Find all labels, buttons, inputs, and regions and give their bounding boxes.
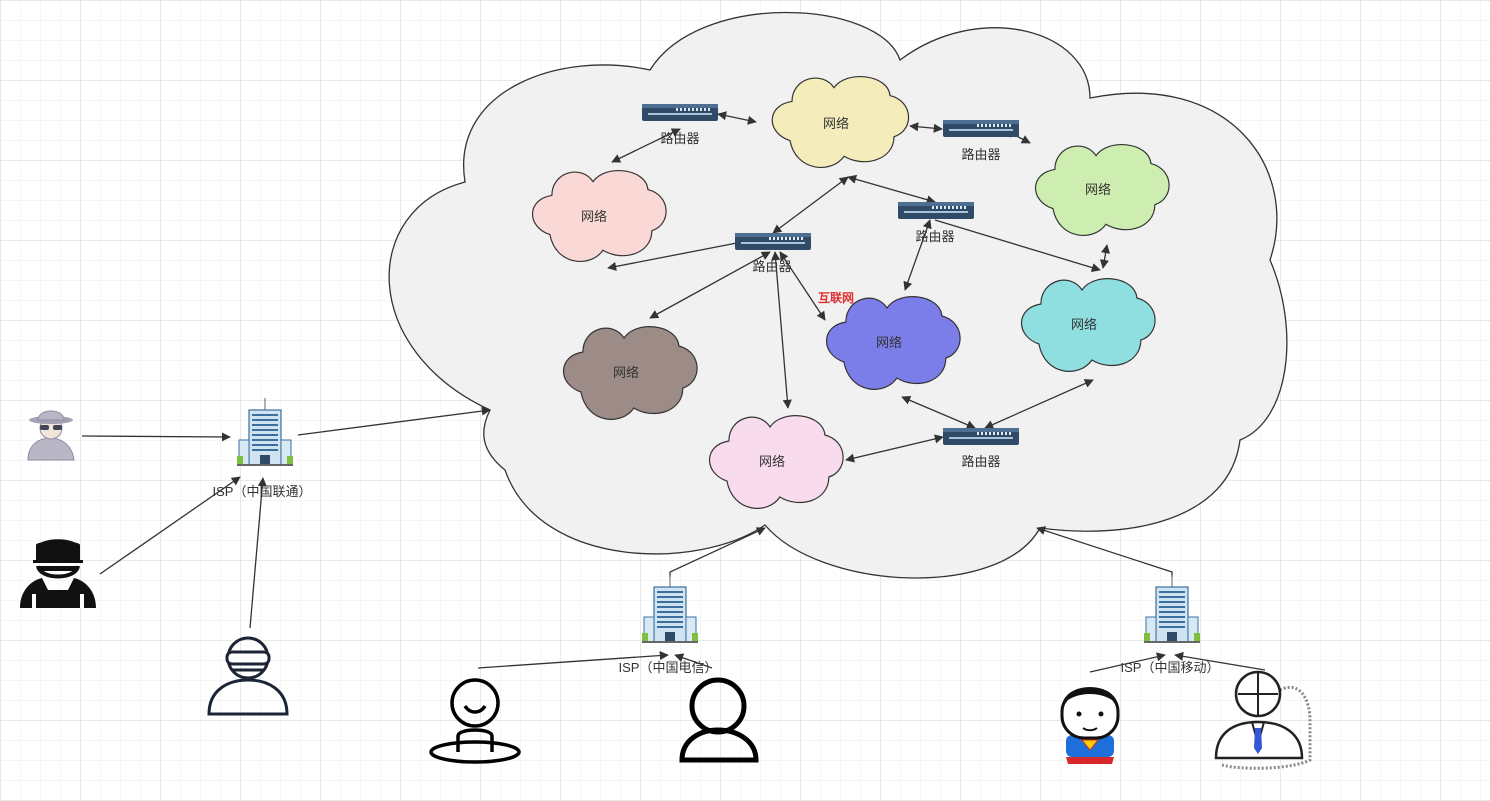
- link-plain-isp-telecom: [674, 653, 713, 669]
- link-r5-net-cyan: [984, 379, 1094, 429]
- isp-unicom-label: ISP（中国联通）: [213, 484, 312, 499]
- router-label-5: 路由器: [961, 454, 1000, 469]
- isp-unicom-building-icon: [236, 397, 294, 467]
- link-spy-isp-unicom: [81, 432, 231, 442]
- router-icon-5: [943, 428, 1019, 445]
- network-label-pink: 网络: [759, 454, 785, 469]
- router-icon-4: [898, 202, 974, 219]
- isp-mobile-building-icon: [1143, 574, 1201, 644]
- network-label-blue: 网络: [876, 335, 902, 350]
- router-label-2: 路由器: [961, 147, 1000, 162]
- network-label-top: 网络: [823, 116, 849, 131]
- link-r5-net-pink: [845, 434, 944, 463]
- link-isp-unicom-internet: [297, 406, 491, 436]
- isp-mobile-label: ISP（中国移动）: [1121, 660, 1220, 675]
- link-r3-net-pink: [771, 251, 792, 409]
- isp-telecom-building-icon: [641, 574, 699, 644]
- router-label-3: 路由器: [752, 259, 791, 274]
- router-icon-1: [642, 104, 718, 121]
- link-net-top-r4: [847, 174, 936, 205]
- link-smiling-isp-telecom: [477, 651, 669, 669]
- network-links: [607, 111, 1111, 463]
- worker-user-icon: [20, 539, 96, 608]
- link-net-blue-r5: [901, 396, 976, 429]
- link-net-green-net-cyan: [1099, 244, 1111, 269]
- link-net-top-r3: [772, 176, 849, 234]
- plain-user-icon: [679, 677, 759, 763]
- smiling-user-icon: [429, 678, 521, 764]
- superman-user-icon: [1060, 687, 1120, 764]
- link-superman-isp-mobile: [1089, 652, 1166, 673]
- link-businessman-isp-mobile: [1174, 651, 1266, 671]
- link-r3-net-brown: [649, 251, 771, 319]
- link-net-top-r2: [909, 122, 943, 133]
- link-worker-isp-unicom: [99, 476, 241, 575]
- link-r1-net-left: [611, 128, 681, 163]
- link-isp-mobile-internet: [1036, 526, 1173, 577]
- link-goggles-isp-unicom: [249, 477, 267, 629]
- link-r4-net-blue: [903, 219, 932, 291]
- router-label-1: 路由器: [660, 131, 699, 146]
- router-label-4: 路由器: [915, 229, 954, 244]
- goggles-user-icon: [207, 636, 289, 716]
- isp-telecom-label: ISP（中国电信）: [619, 660, 718, 675]
- link-r1-net-top: [717, 111, 757, 125]
- network-label-green: 网络: [1085, 182, 1111, 197]
- spy-user-icon: [27, 410, 75, 461]
- network-label-left: 网络: [581, 209, 607, 224]
- network-label-brown: 网络: [613, 365, 639, 380]
- businessman-user-icon: [1214, 670, 1312, 770]
- network-label-cyan: 网络: [1071, 317, 1097, 332]
- link-r4-net-cyan: [934, 219, 1101, 272]
- router-icon-3: [735, 233, 811, 250]
- internet-cloud-label: 互联网: [818, 291, 854, 305]
- router-icon-2: [943, 120, 1019, 137]
